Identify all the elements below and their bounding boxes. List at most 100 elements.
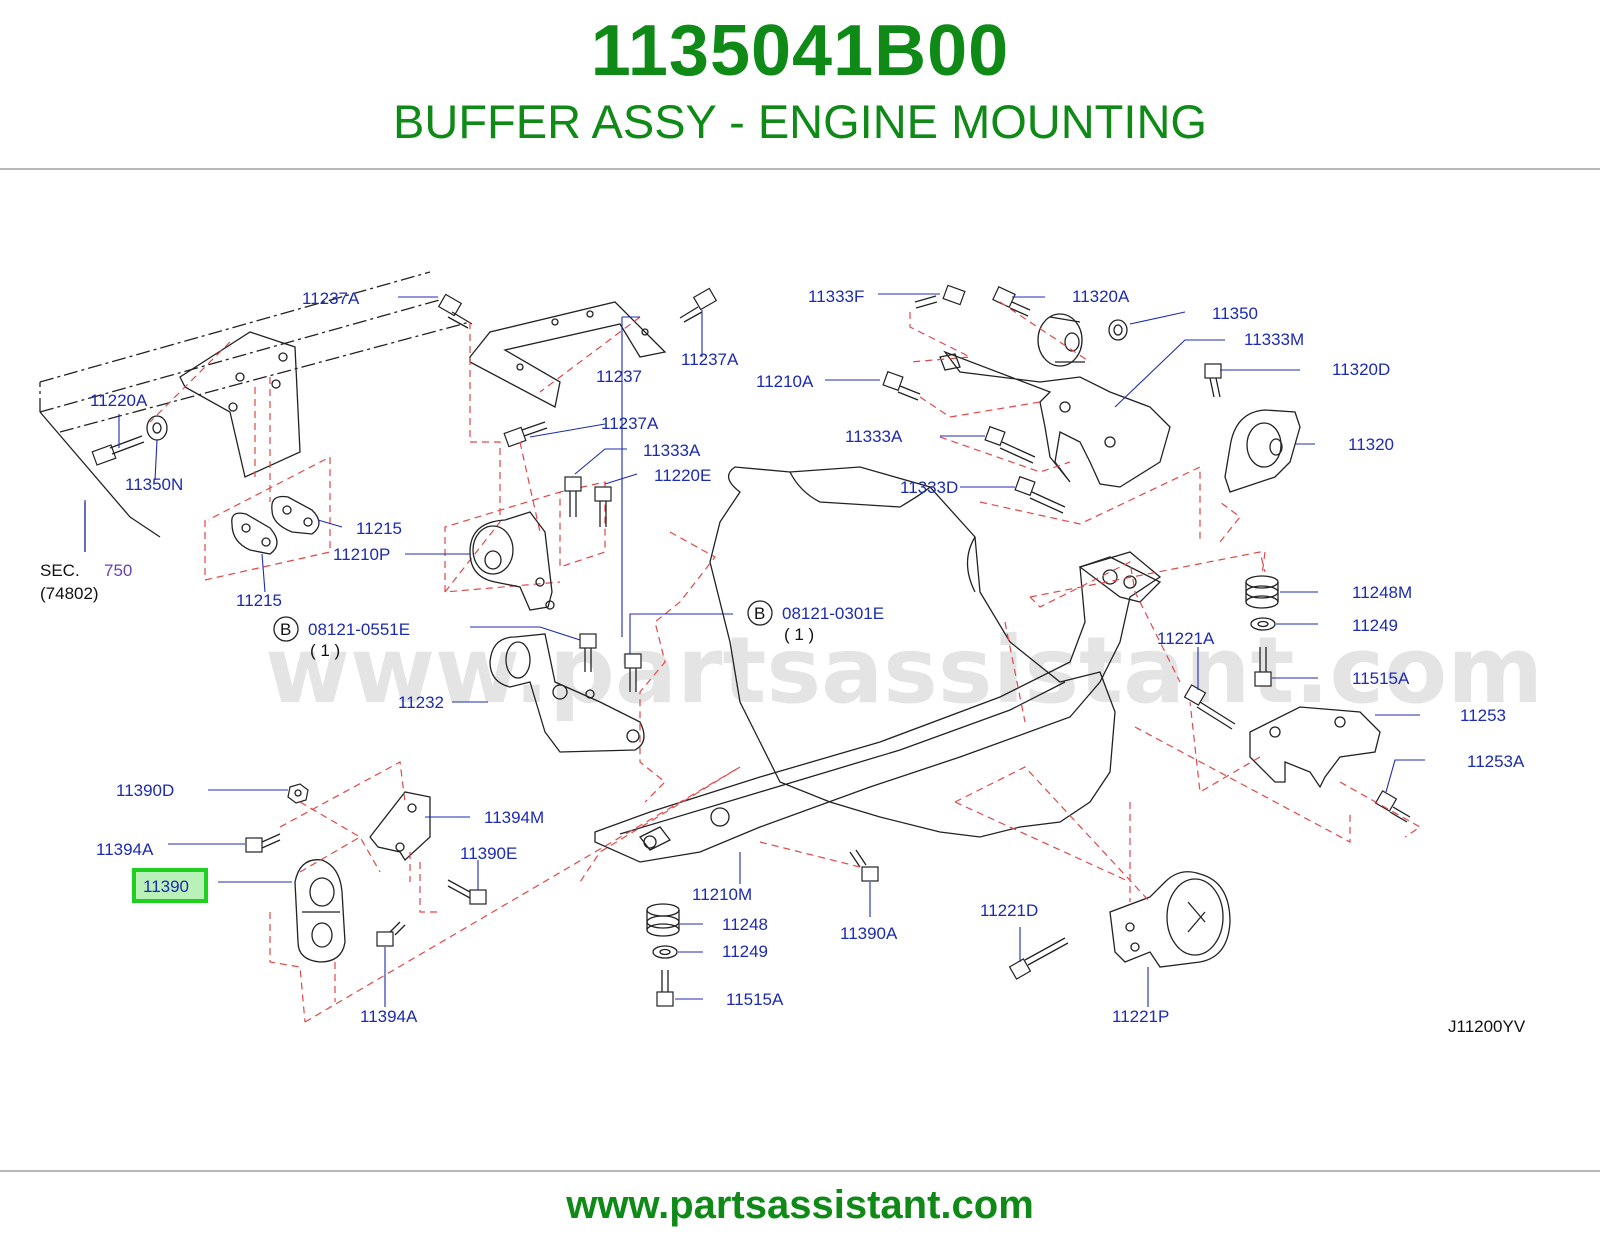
mount-11333M <box>939 350 1171 488</box>
bolt-11394A-lower <box>376 921 406 947</box>
bolt-11221D <box>1008 937 1069 980</box>
header-divider <box>0 168 1600 170</box>
bolt-11333A-left <box>564 476 582 517</box>
label-11248M[interactable]: 11248M <box>1352 583 1412 602</box>
bolt-11237A-mid <box>503 421 548 448</box>
label-11390A[interactable]: 11390A <box>840 924 898 943</box>
part-number: 1135041B00 <box>590 11 1010 91</box>
page-header: 1135041B00 BUFFER ASSY - ENGINE MOUNTING <box>0 0 1600 170</box>
buffer-assy-11390 <box>294 859 346 963</box>
engine-block <box>709 466 1116 838</box>
label-11320[interactable]: 11320 <box>1348 435 1394 454</box>
label-11221P[interactable]: 11221P <box>1112 1007 1169 1026</box>
label-11210P[interactable]: 11210P <box>333 545 390 564</box>
bolt-11390E <box>447 879 487 905</box>
mount-11320 <box>1224 409 1301 493</box>
nut-11390D <box>287 783 309 804</box>
bolt-11237A-top-left <box>437 293 473 329</box>
section-reference: SEC. 750 (74802) <box>40 561 132 603</box>
label-11221D[interactable]: 11221D <box>980 901 1038 920</box>
highlight-box <box>132 868 208 903</box>
callout-b-left-part[interactable]: 08121-0551E <box>308 620 410 639</box>
label-11390E[interactable]: 11390E <box>460 844 517 863</box>
label-11215-a[interactable]: 11215 <box>356 519 402 538</box>
label-11253A[interactable]: 11253A <box>1467 752 1525 771</box>
footer-url[interactable]: www.partsassistant.com <box>566 1183 1034 1227</box>
label-11320D[interactable]: 11320D <box>1332 360 1390 379</box>
label-11394M[interactable]: 11394M <box>484 808 544 827</box>
label-11515A-b[interactable]: 11515A <box>726 990 784 1009</box>
label-11515A-a[interactable]: 11515A <box>1352 669 1410 688</box>
callout-b-right-part[interactable]: 08121-0301E <box>782 604 884 623</box>
callout-b-left-qty: ( 1 ) <box>310 641 340 660</box>
label-11237A-a[interactable]: 11237A <box>302 289 360 308</box>
label-11394A-a[interactable]: 11394A <box>96 840 154 859</box>
sec-prefix: SEC. <box>40 561 80 580</box>
label-11390[interactable]: 11390 <box>143 877 189 896</box>
washer-11249-right <box>1250 617 1276 631</box>
label-11333M[interactable]: 11333M <box>1244 330 1304 349</box>
label-11210A[interactable]: 11210A <box>756 372 814 391</box>
bolt-11333D <box>1014 475 1066 514</box>
bolt-11515A-right <box>1254 647 1272 687</box>
label-11249-a[interactable]: 11249 <box>1352 616 1398 635</box>
washer-11350N <box>146 415 168 441</box>
side-bracket <box>149 331 301 502</box>
label-11248[interactable]: 11248 <box>722 915 768 934</box>
crossmember-11210M <box>594 551 1162 863</box>
callout-b-right-letter: B <box>754 604 765 623</box>
label-11220E[interactable]: 11220E <box>654 466 711 485</box>
label-11390D[interactable]: 11390D <box>116 781 174 800</box>
bracket-11232 <box>489 633 645 753</box>
parts-diagram: www.partsassistant.com <box>39 271 1543 1036</box>
bracket-11253 <box>1249 706 1381 789</box>
plate-11215-lower <box>231 512 278 555</box>
sec-number[interactable]: 750 <box>104 561 132 580</box>
label-11333A-a[interactable]: 11333A <box>643 441 701 460</box>
label-11333F[interactable]: 11333F <box>808 287 864 306</box>
label-11220A[interactable]: 11220A <box>90 391 148 410</box>
bolt-11320A <box>992 286 1031 317</box>
bolt-11333A-right <box>984 425 1036 464</box>
part-title: BUFFER ASSY - ENGINE MOUNTING <box>393 95 1207 148</box>
footer-divider <box>0 1170 1600 1172</box>
label-11333A-b[interactable]: 11333A <box>845 427 903 446</box>
label-11210M[interactable]: 11210M <box>692 885 752 904</box>
label-11249-b[interactable]: 11249 <box>722 942 768 961</box>
bracket-11394M <box>369 791 431 862</box>
bolt-11210A <box>882 370 921 401</box>
bolt-08121-0301E <box>624 653 642 692</box>
bolt-11253A <box>1374 790 1411 823</box>
label-11320A[interactable]: 11320A <box>1072 287 1130 306</box>
label-11333D[interactable]: 11333D <box>900 478 958 497</box>
label-11394A-b[interactable]: 11394A <box>360 1007 418 1026</box>
bolt-11390A <box>849 849 879 882</box>
callout-b-right: B 08121-0301E ( 1 ) <box>747 600 884 644</box>
callout-b-left-letter: B <box>280 620 291 639</box>
watermark: www.partsassistant.com <box>265 617 1543 724</box>
label-11350[interactable]: 11350 <box>1212 304 1258 323</box>
label-11237A-c[interactable]: 11237A <box>601 414 659 433</box>
label-11237A-b[interactable]: 11237A <box>681 350 739 369</box>
part-labels: 11237A 11237 11237A 11237A 11333F 11320A… <box>90 287 1525 1026</box>
callout-b-left-circle <box>273 616 299 642</box>
label-11215-b[interactable]: 11215 <box>236 591 282 610</box>
label-11221A[interactable]: 11221A <box>1157 629 1215 648</box>
callout-b-left: B 08121-0551E ( 1 ) <box>273 616 410 660</box>
bolt-08121-0551E <box>579 633 597 672</box>
label-11253[interactable]: 11253 <box>1460 706 1506 725</box>
label-11237[interactable]: 11237 <box>596 367 642 386</box>
damper-11350 <box>1037 313 1085 367</box>
leader-lines <box>84 293 1425 1007</box>
insulator-11248 <box>646 903 680 937</box>
bolt-11220E <box>594 486 612 527</box>
mount-11221P <box>1109 871 1231 968</box>
callout-b-right-circle <box>747 600 773 626</box>
label-11232[interactable]: 11232 <box>398 693 444 712</box>
insulator-11248M <box>1245 575 1279 609</box>
sec-sub: (74802) <box>40 584 99 603</box>
bolt-11237A-top-right <box>679 287 718 323</box>
label-11350N[interactable]: 11350N <box>125 475 183 494</box>
bolt-11320D <box>1204 363 1222 398</box>
diagram-code: J11200YV <box>1448 1017 1526 1036</box>
